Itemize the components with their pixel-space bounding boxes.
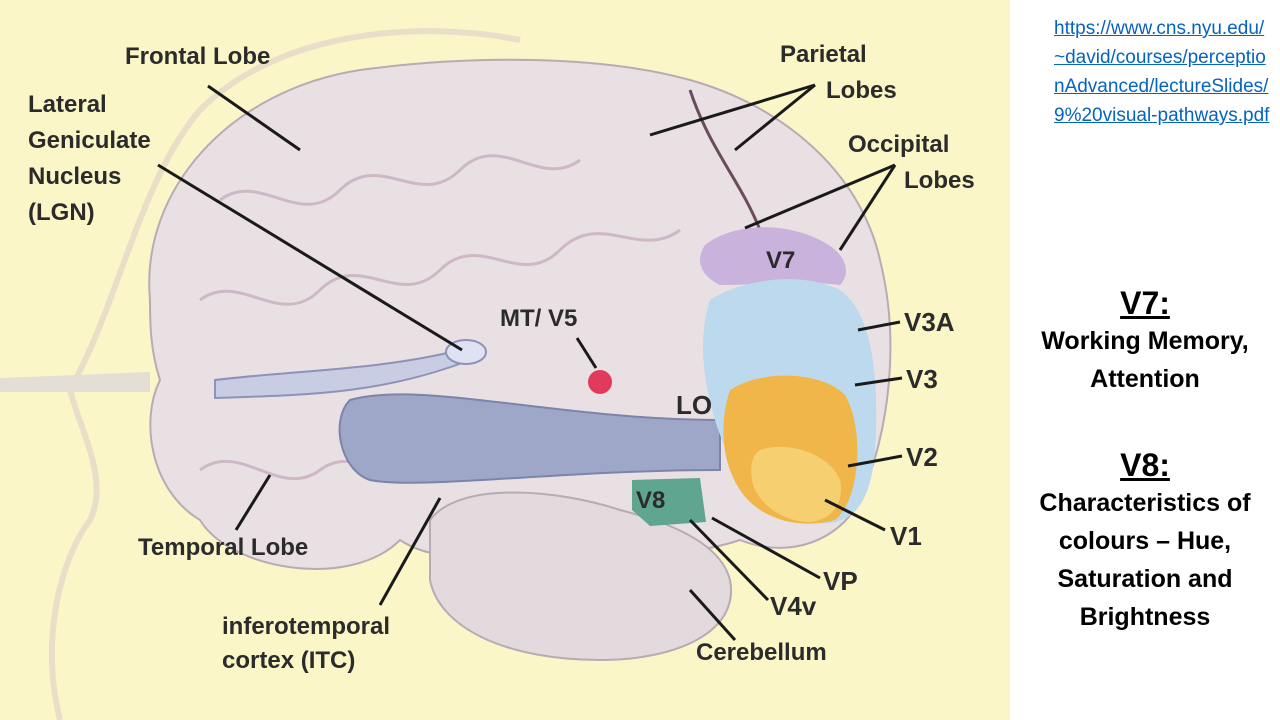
label-lgn-2: Geniculate xyxy=(28,127,151,154)
v7-body-line-2: Attention xyxy=(1090,365,1200,393)
label-v4v: V4v xyxy=(770,591,817,621)
v7-heading: V7: xyxy=(1120,285,1170,321)
v1-region xyxy=(751,446,841,522)
v8-note: V8: Characteristics of colours – Hue, Sa… xyxy=(1010,446,1280,636)
label-v3a: V3A xyxy=(904,307,955,337)
notes-panel: https://www.cns.nyu.edu/~david/courses/p… xyxy=(1010,0,1280,720)
v8-heading: V8: xyxy=(1120,447,1170,483)
label-occipital-1: Occipital xyxy=(848,131,949,158)
v1-line xyxy=(824,498,886,532)
head-outline xyxy=(48,28,521,720)
lgn-line xyxy=(157,163,463,352)
label-lgn-4: (LGN) xyxy=(28,199,95,226)
label-v1: V1 xyxy=(890,521,922,551)
label-lgn-3: Nucleus xyxy=(28,163,121,190)
label-vp: VP xyxy=(823,566,858,596)
label-v2: V2 xyxy=(906,442,938,472)
v8-body-line-1: Characteristics of xyxy=(1039,489,1251,517)
label-v8: V8 xyxy=(636,487,665,514)
label-parietal-2: Lobes xyxy=(826,77,897,104)
v3-line xyxy=(854,376,903,387)
label-cerebellum: Cerebellum xyxy=(696,639,827,666)
label-v7: V7 xyxy=(766,247,795,274)
label-itc-1: inferotemporal xyxy=(222,613,390,640)
cerebellum-shape xyxy=(429,491,733,662)
gyri-lines xyxy=(219,154,581,206)
brain-illustration: Frontal Lobe Lateral Geniculate Nucleus … xyxy=(0,28,975,720)
occipital-line-1 xyxy=(744,163,896,230)
label-occipital-2: Lobes xyxy=(904,167,975,194)
mt-v5-marker xyxy=(588,370,612,394)
optic-radiation xyxy=(338,393,721,484)
v8-region xyxy=(632,478,706,526)
v2-line xyxy=(847,454,903,468)
brain-visual-areas-diagram: Frontal Lobe Lateral Geniculate Nucleus … xyxy=(0,0,1010,720)
optic-nerve xyxy=(0,372,150,392)
label-lo: LO xyxy=(676,390,712,420)
source-link[interactable]: https://www.cns.nyu.edu/~david/courses/p… xyxy=(1054,18,1270,126)
temporal-lobe-line xyxy=(234,474,272,531)
label-lgn-1: Lateral xyxy=(28,91,107,118)
label-frontal-lobe: Frontal Lobe xyxy=(125,43,270,70)
label-parietal-1: Parietal xyxy=(780,41,867,68)
itc-line xyxy=(378,497,442,606)
cerebellum-line xyxy=(688,588,737,642)
frontal-lobe-line xyxy=(207,84,301,152)
label-itc-2: cortex (ITC) xyxy=(222,647,355,674)
occipital-line-2 xyxy=(838,164,897,251)
mt-line xyxy=(575,337,598,369)
label-mt-v5: MT/ V5 xyxy=(500,305,577,332)
label-v3: V3 xyxy=(906,364,938,394)
v8-body-line-2: colours – Hue, xyxy=(1058,527,1232,555)
v7-region xyxy=(700,227,846,285)
v4v-line xyxy=(688,518,770,602)
gyri-lines-2 xyxy=(199,228,681,306)
v3a-line xyxy=(857,320,901,332)
vp-line xyxy=(711,516,821,580)
parietal-line-1 xyxy=(649,83,816,137)
parietal-line-2 xyxy=(734,83,816,152)
v7-note: V7: Working Memory, Attention xyxy=(1010,284,1280,398)
label-temporal-lobe: Temporal Lobe xyxy=(138,534,308,561)
v7-body-line-1: Working Memory, xyxy=(1041,327,1249,355)
v8-body-line-4: Brightness xyxy=(1079,603,1211,631)
v8-body-line-3: Saturation and xyxy=(1057,565,1233,593)
